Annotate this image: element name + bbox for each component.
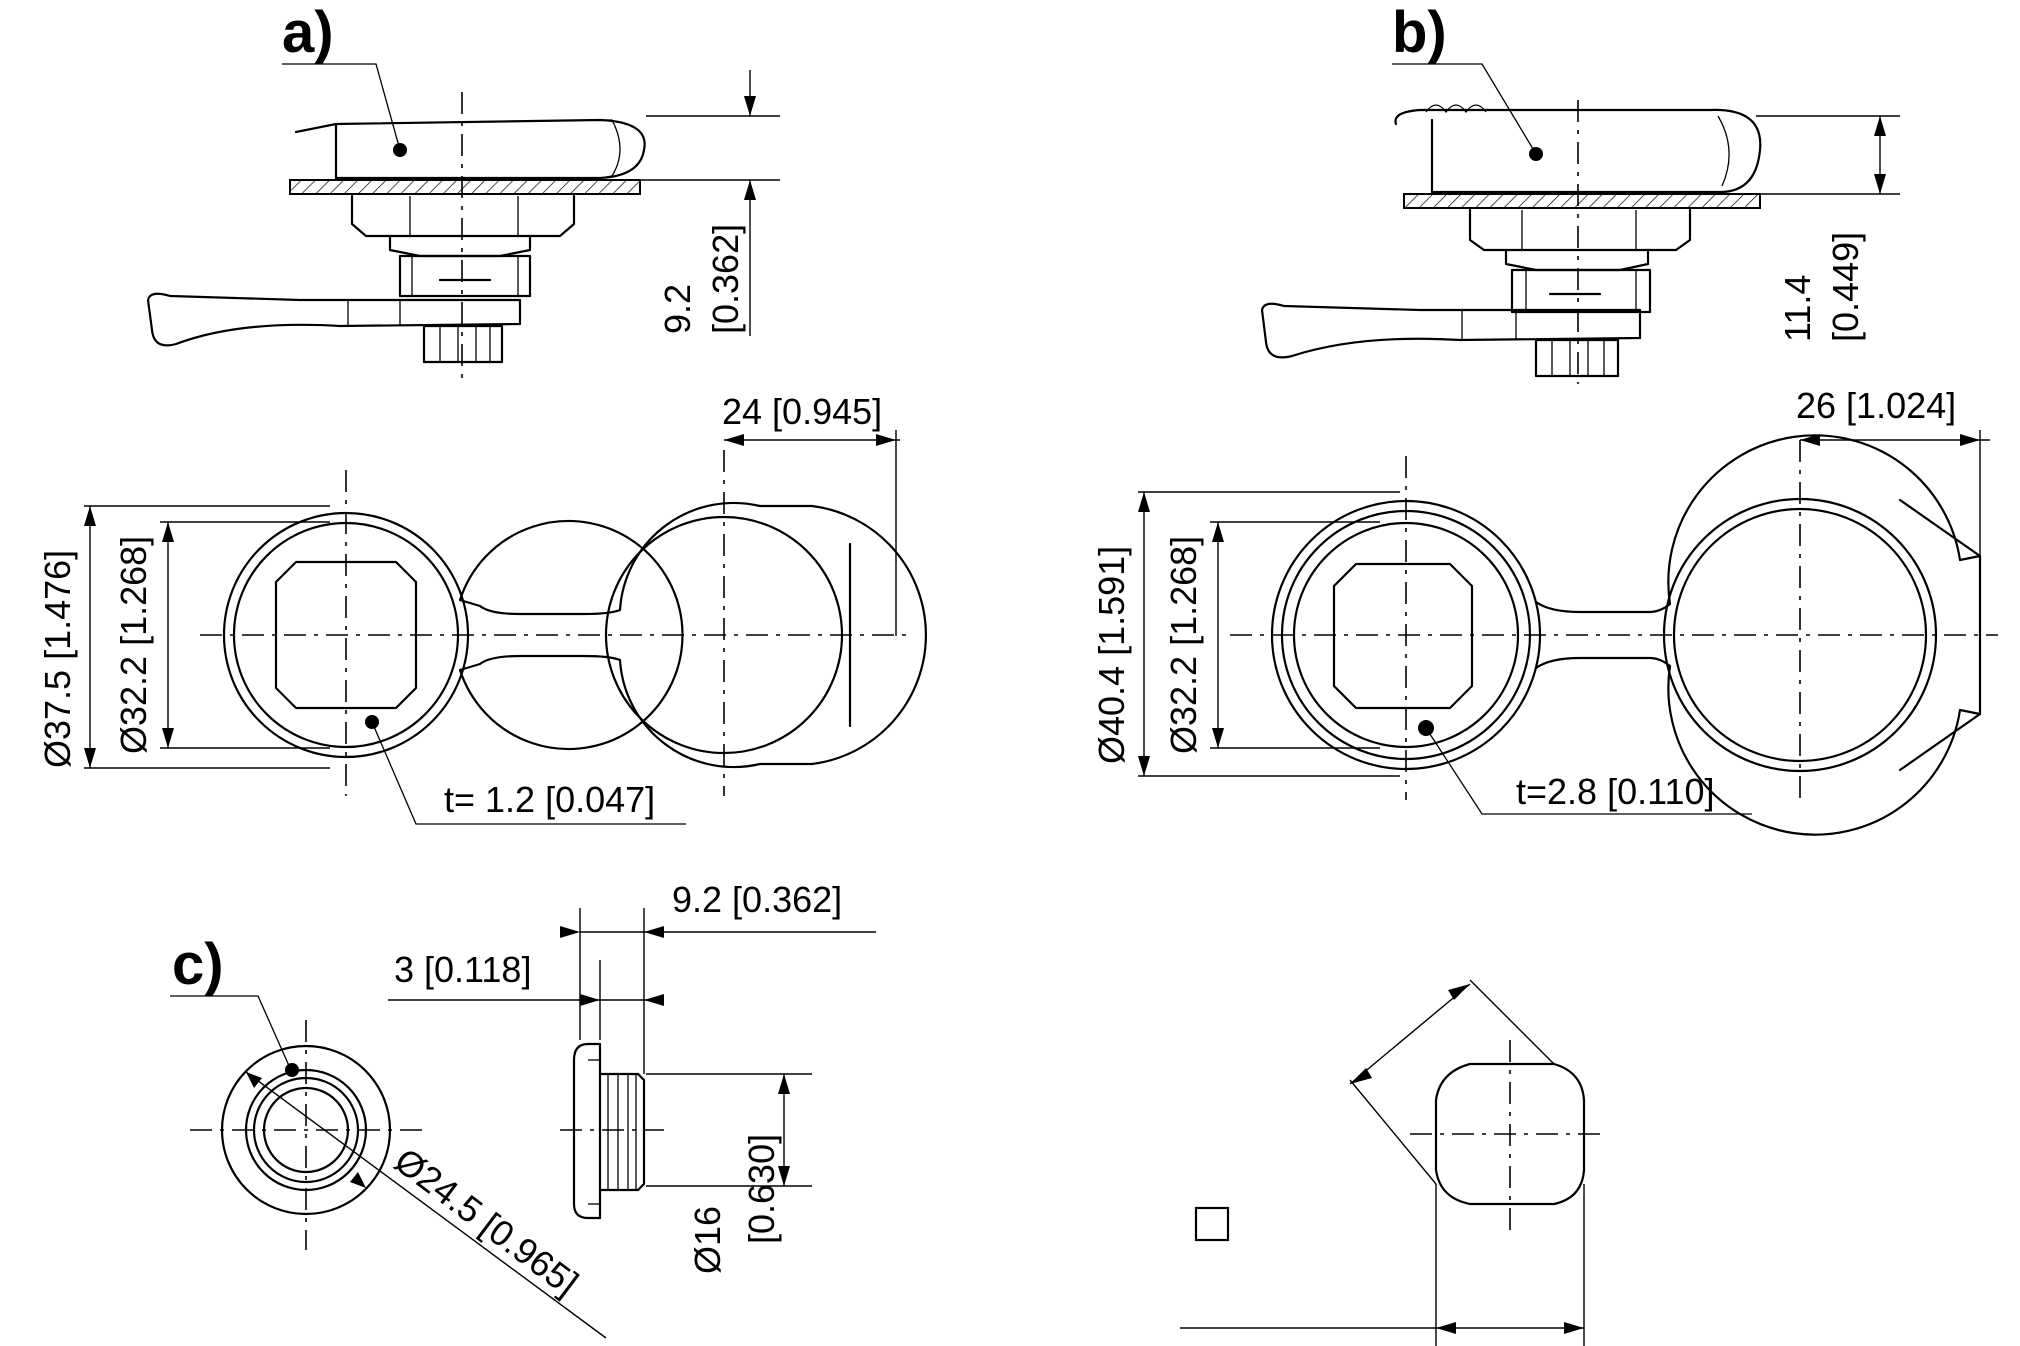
view-b-leader-dot	[1529, 147, 1543, 161]
view-b-height-dim: 11.4	[1777, 275, 1818, 342]
cutout-shape	[1434, 1062, 1586, 1206]
view-a-thickness-leader	[371, 721, 686, 825]
view-c-flange-dim: 3 [0.118]	[394, 949, 531, 990]
view-b-inner-dia: Ø32.2 [1.268]	[1163, 536, 1204, 754]
view-a-plate	[289, 179, 641, 195]
view-c-label: c)	[172, 932, 224, 997]
view-a-side: a) 9.2	[146, 0, 780, 380]
view-c-thread-dia-in: [0.630]	[741, 1134, 782, 1244]
view-a-label: a)	[282, 0, 334, 65]
view-b-nut	[1468, 208, 1692, 252]
view-a-height-dim: 9.2	[657, 284, 698, 334]
view-a-outline	[458, 501, 928, 769]
view-a-leader-dot	[393, 143, 407, 157]
view-c-leader	[170, 995, 291, 1069]
view-a-screw	[422, 324, 504, 364]
view-c-total-length: 9.2 [0.362]	[672, 879, 842, 920]
view-a-outer-dia: Ø37.5 [1.476]	[37, 550, 78, 768]
view-c: c) Ø24.5 [0.965] 9.2 [0.362]	[170, 879, 876, 1339]
view-b-thickness-leader	[1425, 727, 1752, 815]
cutout	[1180, 979, 1604, 1346]
square-icon	[1194, 1206, 1230, 1242]
view-b-outer-dia: Ø40.4 [1.591]	[1091, 546, 1132, 764]
view-b-plate	[1403, 193, 1761, 209]
view-b-screw	[1534, 338, 1620, 378]
view-b-top: Ø40.4 [1.591] Ø32.2 [1.268] 26 [1.024] t…	[1091, 385, 1998, 836]
view-b-height-dim-in: [0.449]	[1825, 232, 1866, 342]
view-c-outer-dia: Ø24.5 [0.965]	[387, 1140, 586, 1304]
view-a-length-dim: 24 [0.945]	[722, 391, 882, 432]
view-b-thickness: t=2.8 [0.110]	[1516, 771, 1715, 812]
view-b-barrel	[1510, 268, 1652, 314]
view-b-octagon	[1332, 562, 1474, 710]
view-a-octagon	[274, 560, 418, 710]
view-b-outline	[1534, 434, 1982, 836]
view-b-cover	[1394, 108, 1762, 194]
view-b-length-dim: 26 [1.024]	[1796, 385, 1956, 426]
view-c-flange	[572, 1042, 602, 1220]
view-a-barrel	[398, 254, 532, 298]
view-a-inner-dia: Ø32.2 [1.268]	[113, 536, 154, 754]
view-a-nut	[350, 194, 576, 238]
view-a-height-dim-in: [0.362]	[705, 224, 746, 334]
view-a-leader	[282, 63, 401, 151]
view-b-side: b) 11.4 [0.4	[1260, 0, 1900, 384]
view-a-thickness: t= 1.2 [0.047]	[444, 779, 655, 820]
view-b-label: b)	[1392, 0, 1447, 65]
view-b-lever	[1260, 302, 1642, 359]
view-c-thread	[598, 1072, 646, 1192]
view-a-top: Ø37.5 [1.476] Ø32.2 [1.268] 24 [0.945] t…	[37, 391, 928, 825]
view-a-cover	[294, 118, 646, 180]
view-b-leader	[1392, 63, 1537, 155]
view-a-lever	[146, 292, 522, 347]
view-c-thread-dia: Ø16	[687, 1206, 728, 1274]
